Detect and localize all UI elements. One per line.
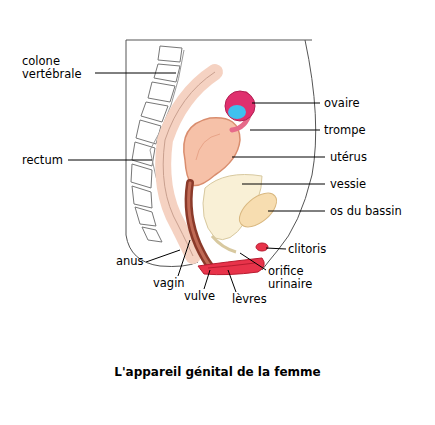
- part-label: trompe: [324, 124, 394, 137]
- part-label: rectum: [22, 154, 82, 167]
- part-label: anus: [116, 255, 156, 268]
- part-label: lèvres: [232, 293, 282, 306]
- part-label: ovaire: [324, 97, 394, 110]
- part-label: vagin: [153, 277, 203, 290]
- part-label: clitoris: [288, 243, 348, 256]
- pelvic-bone: [233, 187, 282, 234]
- figure-caption: L'appareil génital de la femme: [0, 365, 435, 379]
- part-label: orifice urinaire: [268, 265, 330, 291]
- ovary: [225, 91, 255, 121]
- part-label: vessie: [330, 178, 400, 191]
- urethra: [212, 236, 236, 252]
- vagina-inner: [189, 183, 210, 266]
- vagina: [189, 183, 210, 266]
- part-label: vulve: [184, 290, 234, 303]
- part-label: os du bassin: [330, 205, 420, 218]
- vulva: [198, 258, 264, 275]
- uterus-cavity: [196, 134, 220, 160]
- frame-line: [126, 40, 312, 41]
- clitoris: [256, 243, 268, 251]
- ovary-inner: [228, 105, 246, 119]
- front-outline: [262, 40, 316, 270]
- part-label: utérus: [330, 151, 400, 164]
- part-label: colone vertébrale: [22, 55, 98, 81]
- labia-line: [208, 263, 255, 268]
- leader-lines: [68, 73, 325, 292]
